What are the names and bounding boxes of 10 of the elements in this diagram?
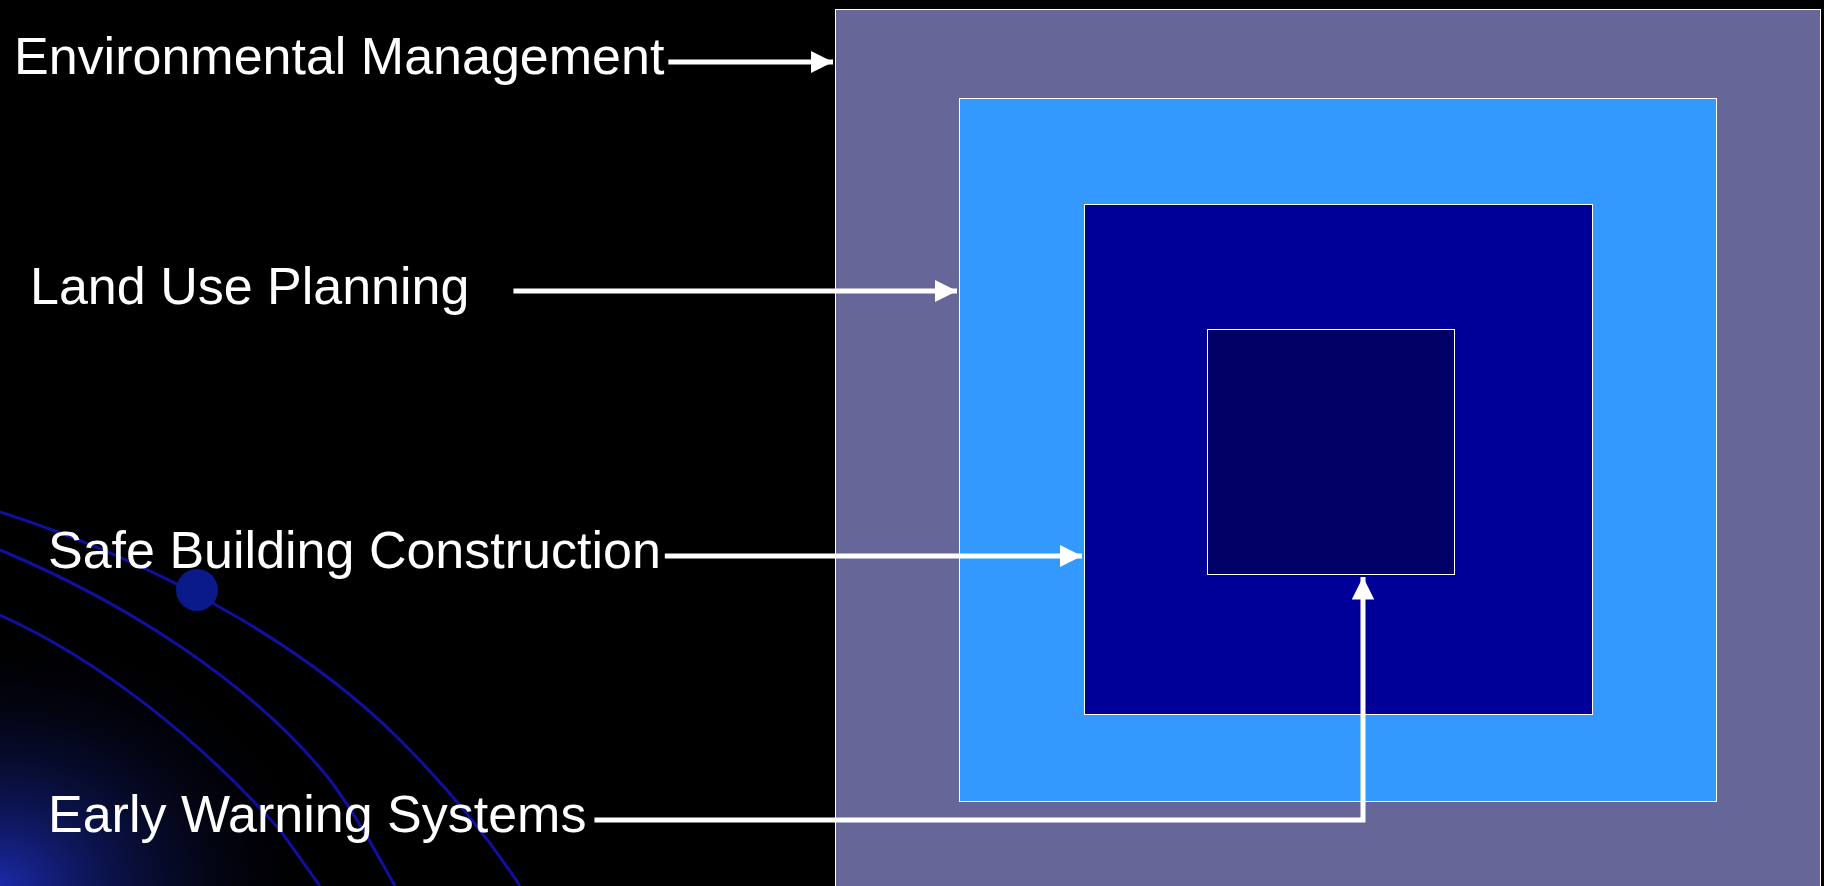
item-label: Environmental Management <box>14 28 665 86</box>
nested-square <box>1084 204 1593 715</box>
arrow <box>594 577 1375 823</box>
arrow <box>664 544 1082 568</box>
nested-square <box>835 9 1821 886</box>
arrow <box>668 50 833 74</box>
nested-square <box>959 98 1717 802</box>
arrow <box>513 279 957 303</box>
item-label: Land Use Planning <box>30 258 470 316</box>
nested-square <box>1207 329 1455 575</box>
